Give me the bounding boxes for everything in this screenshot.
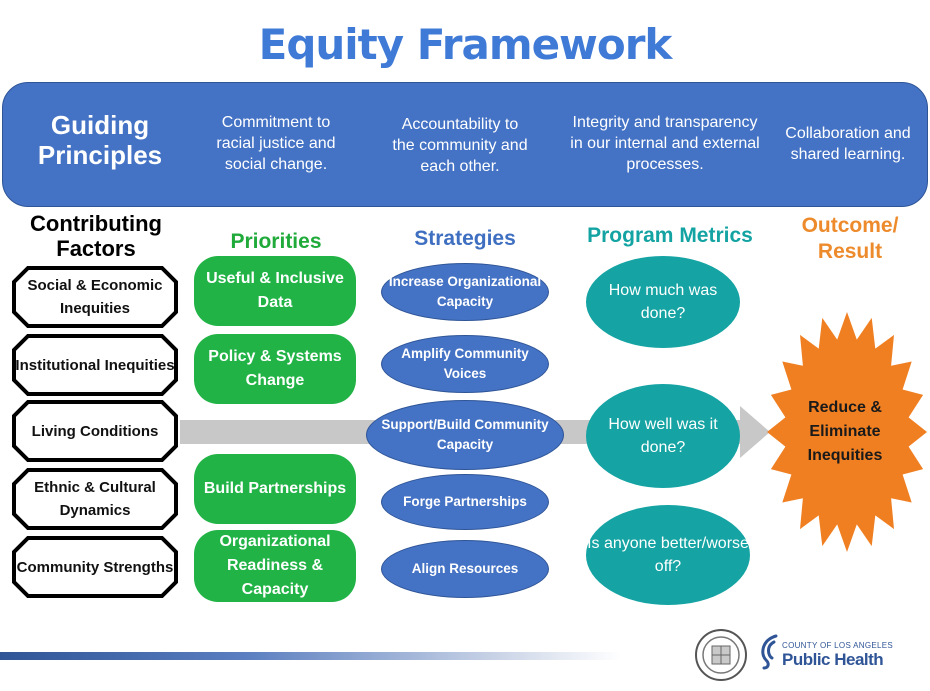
principle-collaboration: Collaboration and shared learning. <box>785 125 911 163</box>
metric-how-well: How well was it done? <box>586 384 740 488</box>
factor-label: Community Strengths <box>16 558 174 576</box>
principle-accountability: Accountability to the community and each… <box>392 116 528 175</box>
county-seal-icon <box>695 629 747 681</box>
metric-how-much: How much was done? <box>586 256 740 348</box>
priority-useful-data: Useful & Inclusive Data <box>194 256 356 326</box>
program-metrics-heading: Program Metrics <box>587 224 753 247</box>
guiding-principles-label: Guiding Principles <box>37 110 163 170</box>
page-title: Equity Framework <box>258 20 673 69</box>
priority-build-partnerships: Build Partnerships <box>194 454 356 524</box>
contributing-factors-heading: Contributing Factors <box>30 211 162 261</box>
factor-label: Social & Economic Inequities <box>27 277 163 317</box>
strategies-heading: Strategies <box>414 227 516 250</box>
strategy-community-capacity: Support/Build Community Capacity <box>366 400 564 470</box>
factor-living-conditions: Living Conditions <box>12 400 178 462</box>
priority-org-readiness: Organizational Readiness & Capacity <box>194 530 356 602</box>
factor-social-economic: Social & Economic Inequities <box>12 266 178 328</box>
strategy-amplify-voices: Amplify Community Voices <box>381 335 549 393</box>
outcome-heading: Outcome/ Result <box>801 214 899 263</box>
principle-integrity: Integrity and transparency in our intern… <box>570 114 760 173</box>
strategy-align-resources: Align Resources <box>381 540 549 598</box>
factor-institutional: Institutional Inequities <box>12 334 178 396</box>
principle-racial-justice: Commitment to racial justice and social … <box>216 114 336 173</box>
strategy-forge-partnerships: Forge Partnerships <box>381 474 549 530</box>
strategy-org-capacity: Increase Organizational Capacity <box>381 263 549 321</box>
outcome-burst-shape <box>767 312 927 552</box>
footer-bar <box>0 652 620 660</box>
factor-label: Ethnic & Cultural Dynamics <box>34 479 156 519</box>
priorities-heading: Priorities <box>230 230 322 253</box>
public-health-logo-icon <box>761 634 778 670</box>
priority-policy-systems: Policy & Systems Change <box>194 334 356 404</box>
outcome-label: Reduce & Eliminate Inequities <box>807 399 883 464</box>
factor-label: Living Conditions <box>31 422 159 440</box>
public-health-wordmark: COUNTY OF LOS ANGELES Public Health <box>782 639 894 669</box>
guiding-principles-banner <box>2 82 928 207</box>
org-large-text: Public Health <box>782 650 884 669</box>
factor-community-strengths: Community Strengths <box>12 536 178 598</box>
factor-ethnic-cultural: Ethnic & Cultural Dynamics <box>12 468 178 530</box>
metric-better-off: Is anyone better/worse off? <box>586 505 750 605</box>
org-small-text: COUNTY OF LOS ANGELES <box>782 641 894 650</box>
factor-label: Institutional Inequities <box>15 356 175 374</box>
